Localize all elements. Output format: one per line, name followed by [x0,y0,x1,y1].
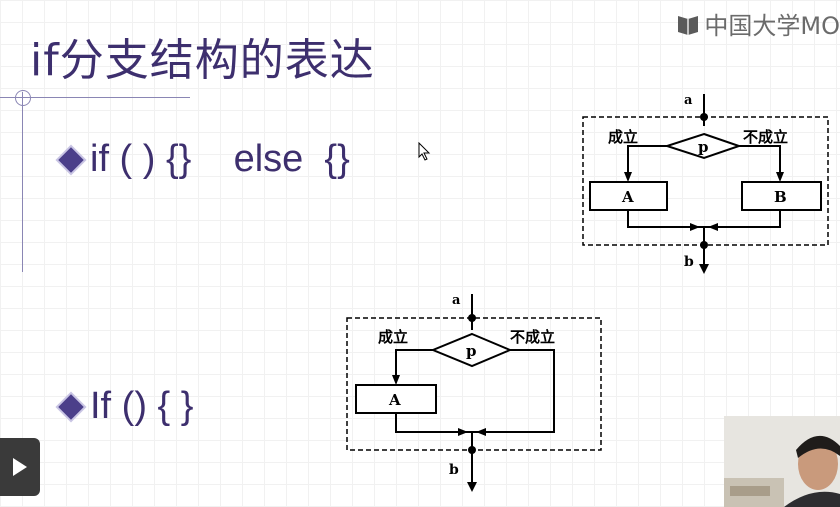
course-watermark: 中国大学MO [676,6,840,41]
merge-arrowhead-left [690,223,700,231]
entry-label: a [452,293,461,308]
true-branch-line [396,350,433,382]
true-label: 成立 [608,128,638,146]
false-branch-line [472,350,554,432]
true-label: 成立 [378,328,408,346]
lecturer-webcam-overlay [724,416,840,507]
entry-junction [468,314,476,322]
condition-label: p [466,342,477,360]
bullet-if: If () { } [62,385,193,428]
bullet-diamond-icon [58,394,83,419]
bullet-diamond-icon [58,147,83,172]
exit-junction [700,241,708,249]
bullet-if-else: if ( ) {} else {} [62,138,350,181]
false-branch-arrowhead [776,172,784,182]
true-branch-arrowhead [392,375,400,385]
title-decoration-circle [15,90,31,106]
merge-arrowhead-left [458,428,468,436]
bullet-if-else-text: if ( ) {} else {} [90,138,350,181]
entry-label: a [684,93,693,108]
entry-junction [700,113,708,121]
exit-label: b [449,462,459,478]
bullet-if-text: If () { } [90,385,193,428]
exit-junction [468,446,476,454]
true-branch-arrowhead [624,172,632,182]
false-label: 不成立 [743,128,788,146]
exit-arrowhead [467,482,477,492]
title-decoration-line [0,97,190,98]
title-decoration-vertical-line [22,92,23,272]
mouse-pointer-icon [418,142,432,162]
false-label: 不成立 [510,328,555,346]
box-a-label: A [388,391,401,409]
box-b-label: B [774,188,787,206]
slide-title: if分支结构的表达 [30,24,375,88]
book-icon [676,13,700,35]
true-branch-line [628,146,667,179]
merge-arrowhead-right [708,223,718,231]
condition-label: p [698,138,709,156]
play-button[interactable] [0,438,40,496]
if-else-flowchart: a b p 成立 不成立 A B [578,90,832,280]
lecturer-video-image [724,416,840,507]
play-icon [11,456,29,478]
exit-arrowhead [699,264,709,274]
watermark-text: 中国大学MO [704,6,840,41]
if-flowchart: a b p 成立 不成立 A [342,290,606,495]
false-branch-line [739,146,780,179]
box-a-label: A [621,188,634,206]
exit-label: b [684,254,694,270]
merge-arrowhead-right [476,428,486,436]
merge-line [628,210,780,227]
